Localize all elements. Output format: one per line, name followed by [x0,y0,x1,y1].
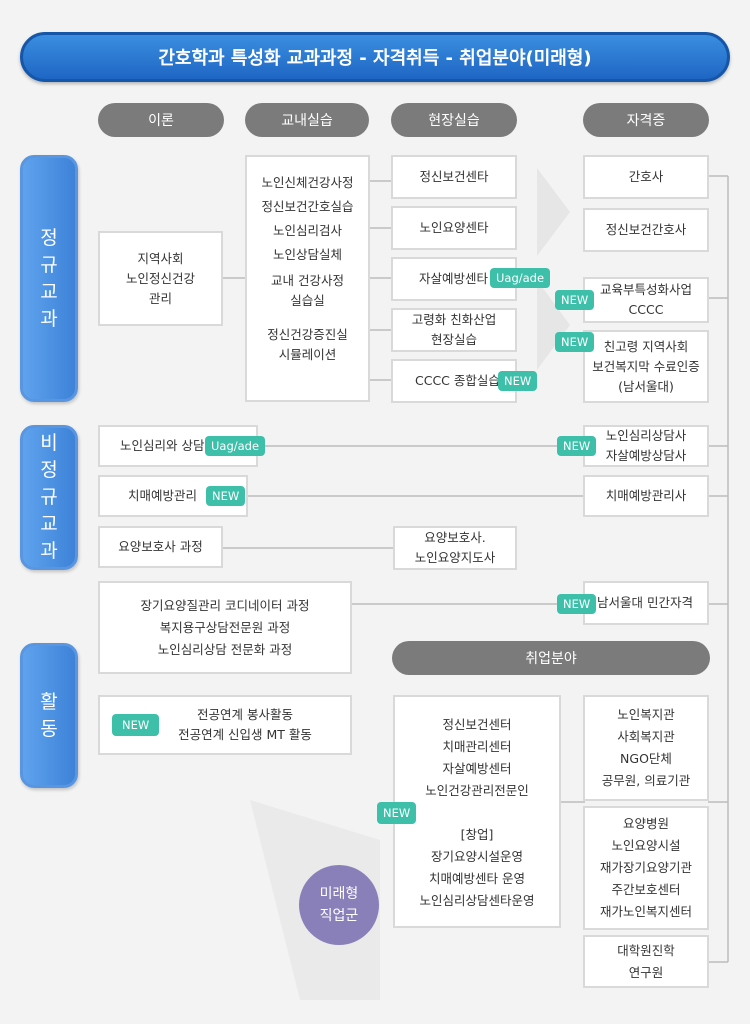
header-certificate: 자격증 [583,103,709,137]
header-theory: 이론 [98,103,224,137]
new-badge-cert-senior: NEW [555,332,595,352]
uag-badge-irregular: Uag/ade [205,436,266,456]
new-badge-psych-counselor: NEW [557,436,597,456]
header-campus-practice: 교내실습 [245,103,369,137]
uag-badge-field: Uag/ade [490,268,551,288]
cert-namseoul-private: 남서울대 민간자격 [583,581,709,625]
header-employment: 취업분야 [392,641,710,675]
field-elderly-care-center: 노인요양센타 [391,206,517,250]
new-badge-cccc: NEW [498,371,538,391]
irregular-caregiver-result: 요양보호사.노인요양지도사 [393,526,517,570]
page-title: 간호학과 특성화 교과과정 - 자격취득 - 취업분야(미래형) [20,32,730,82]
field-mental-health-center: 정신보건센타 [391,155,517,199]
cert-mental-health-nurse: 정신보건간호사 [583,208,709,252]
cert-nurse: 간호사 [583,155,709,199]
campus-practice-box: 노인신체건강사정 정신보건간호실습 노인심리검사 노인상담실체 교내 건강사정 … [245,155,370,402]
cert-dementia-manager: 치매예방관리사 [583,475,709,517]
jobs-main-box: 정신보건센터 치매관리센터 자살예방센터 노인건강관리전문인 [창업] 장기요양… [393,695,561,928]
arrow-shape-upper [537,168,570,256]
field-cccc-practice: CCCC 종합실습 [391,359,517,403]
arrow-shape-lower [537,280,570,370]
new-badge-activity: NEW [112,714,160,736]
header-field-practice: 현장실습 [391,103,517,137]
new-badge-namseoul: NEW [557,594,597,614]
new-badge-dementia: NEW [206,486,246,506]
new-badge-cert-project: NEW [555,290,595,310]
new-badge-jobs: NEW [377,802,417,824]
irregular-caregiver-course: 요양보호사 과정 [98,526,223,568]
